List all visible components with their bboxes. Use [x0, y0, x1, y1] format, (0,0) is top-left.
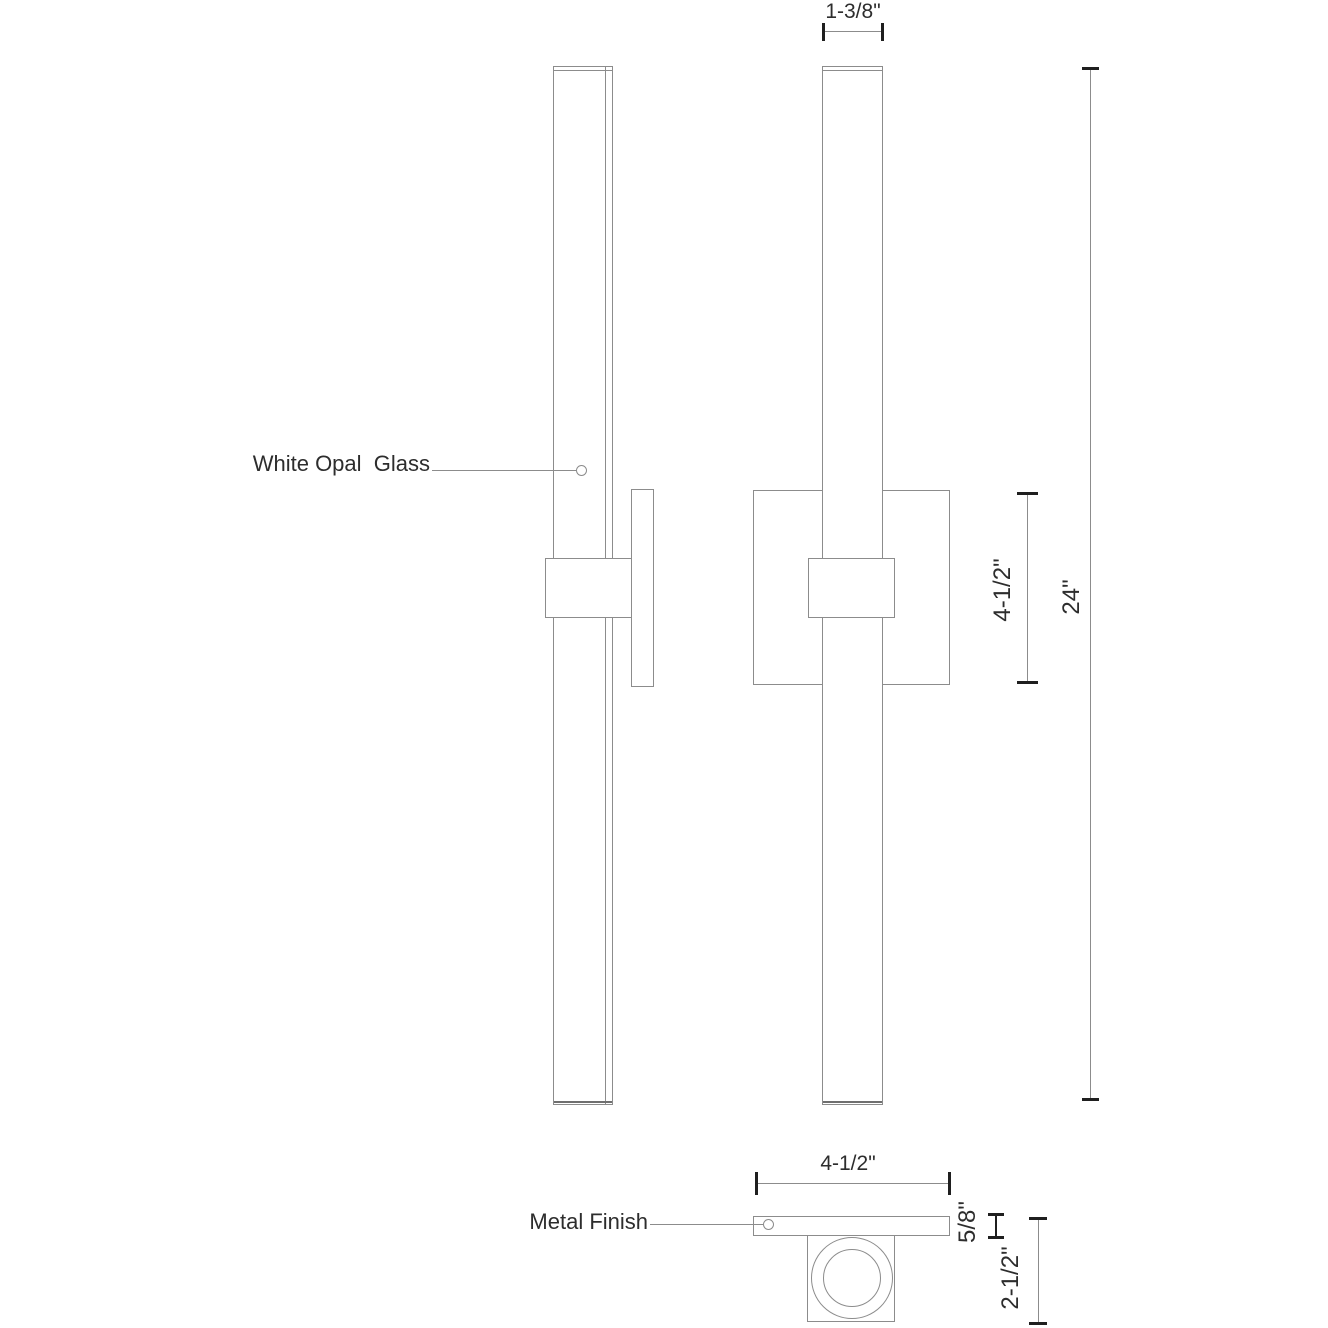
- dimension-tube-width-tick-left: [822, 23, 825, 41]
- dimension-overall-height-tick-bottom: [1082, 1098, 1099, 1101]
- dimension-tube-width-tick-right: [881, 23, 884, 41]
- side-wall-plate: [631, 489, 654, 687]
- dimension-plate-thickness-tick-top: [988, 1213, 1004, 1216]
- dimension-overall-depth-line: [1038, 1219, 1039, 1324]
- glass-leader-line: [432, 470, 577, 471]
- dimension-backplate-width-line: [757, 1183, 950, 1184]
- dimension-overall-depth-tick-top: [1029, 1217, 1047, 1220]
- glass-label: White Opal Glass: [252, 451, 430, 476]
- dimension-backplate-width-tick-right: [948, 1172, 951, 1195]
- dimension-overall-height-line: [1090, 68, 1091, 1100]
- front-tube-top-cap-line: [823, 70, 882, 71]
- dimension-backplate-width-text: 4-1/2": [820, 1152, 876, 1175]
- dimension-plate-thickness-line: [995, 1215, 997, 1237]
- dimension-overall-depth-text: 2-1/2": [997, 1246, 1024, 1310]
- metal-leader-line: [650, 1224, 763, 1225]
- dimension-backplate-height-tick-bottom: [1017, 681, 1038, 684]
- side-tube-top-cap-line: [554, 70, 612, 71]
- dimension-backplate-height-tick-top: [1017, 492, 1038, 495]
- side-mount-bracket: [545, 558, 632, 618]
- top-body-square: [807, 1235, 895, 1322]
- front-tube-bottom-cap-line: [823, 1101, 882, 1103]
- dimension-overall-height-text: 24": [1058, 579, 1085, 615]
- dimension-backplate-height-text: 4-1/2": [989, 558, 1016, 622]
- top-tube-inner-circle: [823, 1249, 881, 1307]
- dimension-overall-depth-tick-bottom: [1029, 1322, 1047, 1325]
- front-mount-bracket: [808, 558, 895, 618]
- dimension-overall-height-tick-top: [1082, 67, 1099, 70]
- dimension-tube-width-text: 1-3/8": [825, 0, 881, 23]
- glass-leader-dot: [576, 465, 587, 476]
- top-tube-outer-circle: [811, 1237, 893, 1319]
- dimension-plate-thickness-tick-bottom: [988, 1236, 1004, 1239]
- dimension-backplate-height-line: [1027, 493, 1028, 683]
- dimension-tube-width-line: [823, 31, 883, 32]
- dimension-plate-thickness-text: 5/8": [954, 1201, 981, 1243]
- side-tube-bottom-cap-line: [554, 1101, 612, 1103]
- dimension-backplate-width-tick-left: [755, 1172, 758, 1195]
- metal-leader-dot: [763, 1219, 774, 1230]
- top-backplate-bar: [753, 1216, 950, 1236]
- metal-label: Metal Finish: [529, 1209, 648, 1234]
